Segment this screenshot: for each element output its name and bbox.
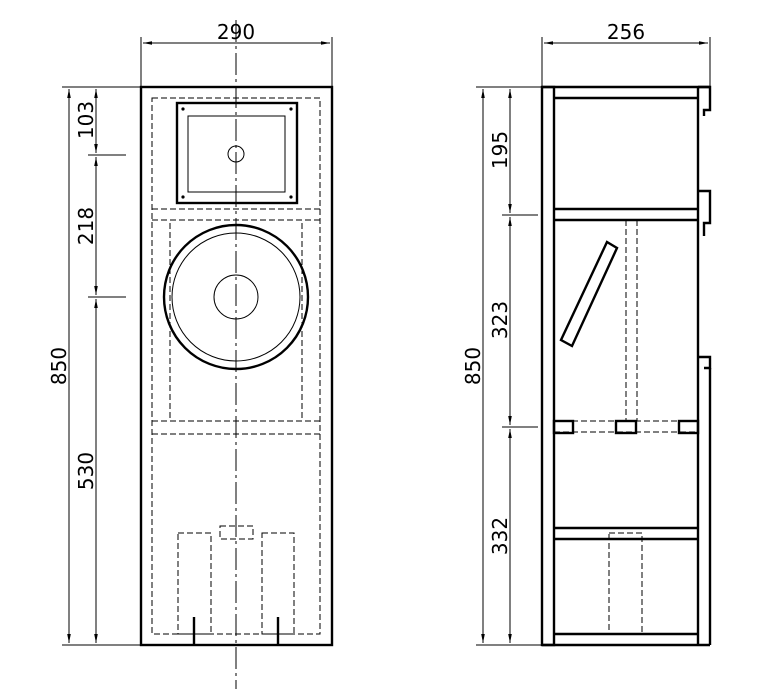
side-port-outline bbox=[608, 532, 643, 635]
side-brace-blocks bbox=[552, 419, 700, 435]
side-segment-label-bottom: 332 bbox=[488, 517, 512, 555]
front-segment-label-middle: 218 bbox=[74, 207, 98, 245]
bass-ports bbox=[177, 525, 295, 645]
side-height-label: 850 bbox=[461, 347, 485, 385]
side-segment-dimensions: 195 323 332 bbox=[488, 89, 538, 643]
side-height-dimension: 850 bbox=[461, 86, 541, 646]
side-depth-dimension: 256 bbox=[541, 20, 711, 86]
side-front-baffle bbox=[540, 85, 556, 647]
front-height-dimension: 850 bbox=[47, 86, 140, 646]
side-angled-panel bbox=[559, 240, 619, 348]
side-view: 256 850 195 323 332 bbox=[461, 20, 712, 647]
front-segment-dimensions: 103 218 530 bbox=[74, 89, 126, 643]
front-segment-label-top: 103 bbox=[74, 101, 98, 139]
front-view: 290 850 103 218 530 bbox=[47, 20, 334, 689]
front-width-dimension: 290 bbox=[140, 20, 333, 86]
side-depth-label: 256 bbox=[607, 20, 645, 44]
front-height-label: 850 bbox=[47, 347, 71, 385]
front-width-label: 290 bbox=[217, 20, 255, 44]
side-back-panel bbox=[696, 85, 712, 645]
tweeter-horn bbox=[175, 101, 299, 205]
side-segment-label-top: 195 bbox=[488, 131, 512, 169]
side-woofer-chamber bbox=[554, 220, 698, 433]
front-segment-label-bottom: 530 bbox=[74, 452, 98, 490]
side-segment-label-middle: 323 bbox=[488, 301, 512, 339]
